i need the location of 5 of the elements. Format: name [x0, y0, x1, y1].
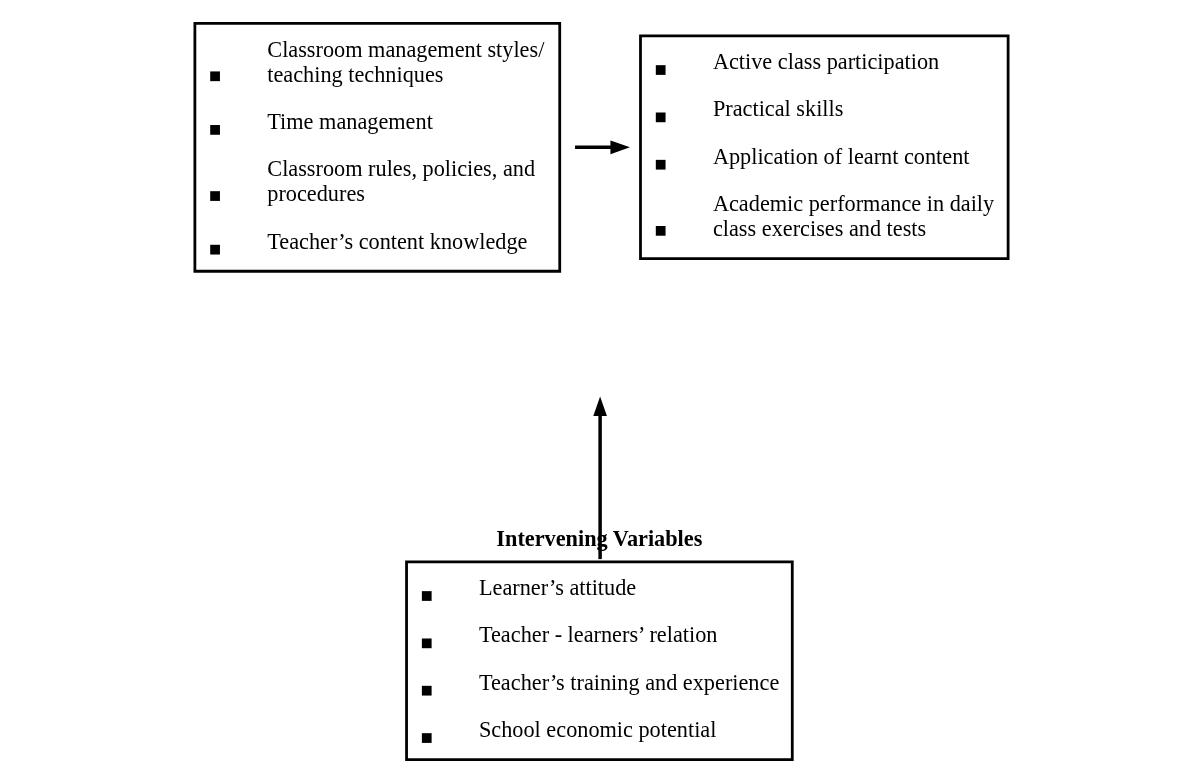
node-box: Active class participation Practical skills Application of learnt content Academic performance in daily class exercises and tests [639, 34, 1010, 261]
arrow [593, 396, 607, 560]
node-box: Learner’s attitude Teacher - learners’ relation Teacher’s training and experience School economic potential [405, 560, 794, 761]
node-box: Classroom management styles/ teaching techniques Time management Classroom rules, policies, and procedures Teacher’s content knowledge [193, 22, 562, 273]
arrow [575, 140, 630, 155]
